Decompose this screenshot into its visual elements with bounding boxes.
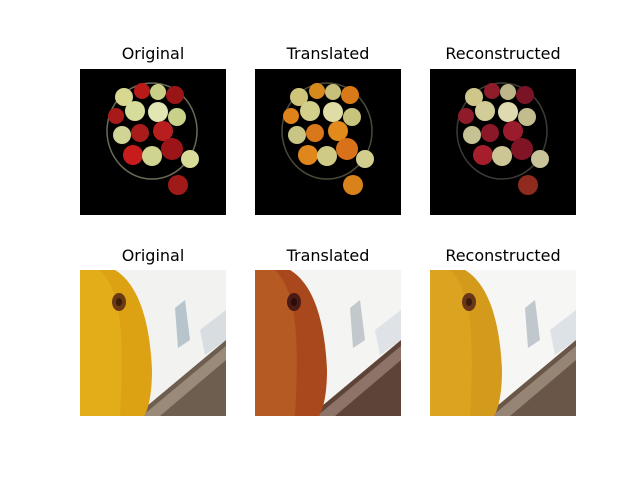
apple-bowl-original-image <box>80 69 226 215</box>
panel-title-reconstructed-row2: Reconstructed <box>445 246 561 265</box>
panel-title-reconstructed-row1: Reconstructed <box>445 44 561 63</box>
apple-bowl-reconstructed-image <box>430 69 576 215</box>
panel-title-original-row2: Original <box>121 246 185 265</box>
panel-title-translated-row1: Translated <box>286 44 370 63</box>
apple-bowl-translated-image <box>255 69 401 215</box>
orange-original-image <box>80 270 226 416</box>
panel-title-original-row1: Original <box>121 44 185 63</box>
orange-reconstructed-image <box>430 270 576 416</box>
panel-title-translated-row2: Translated <box>286 246 370 265</box>
orange-translated-image <box>255 270 401 416</box>
